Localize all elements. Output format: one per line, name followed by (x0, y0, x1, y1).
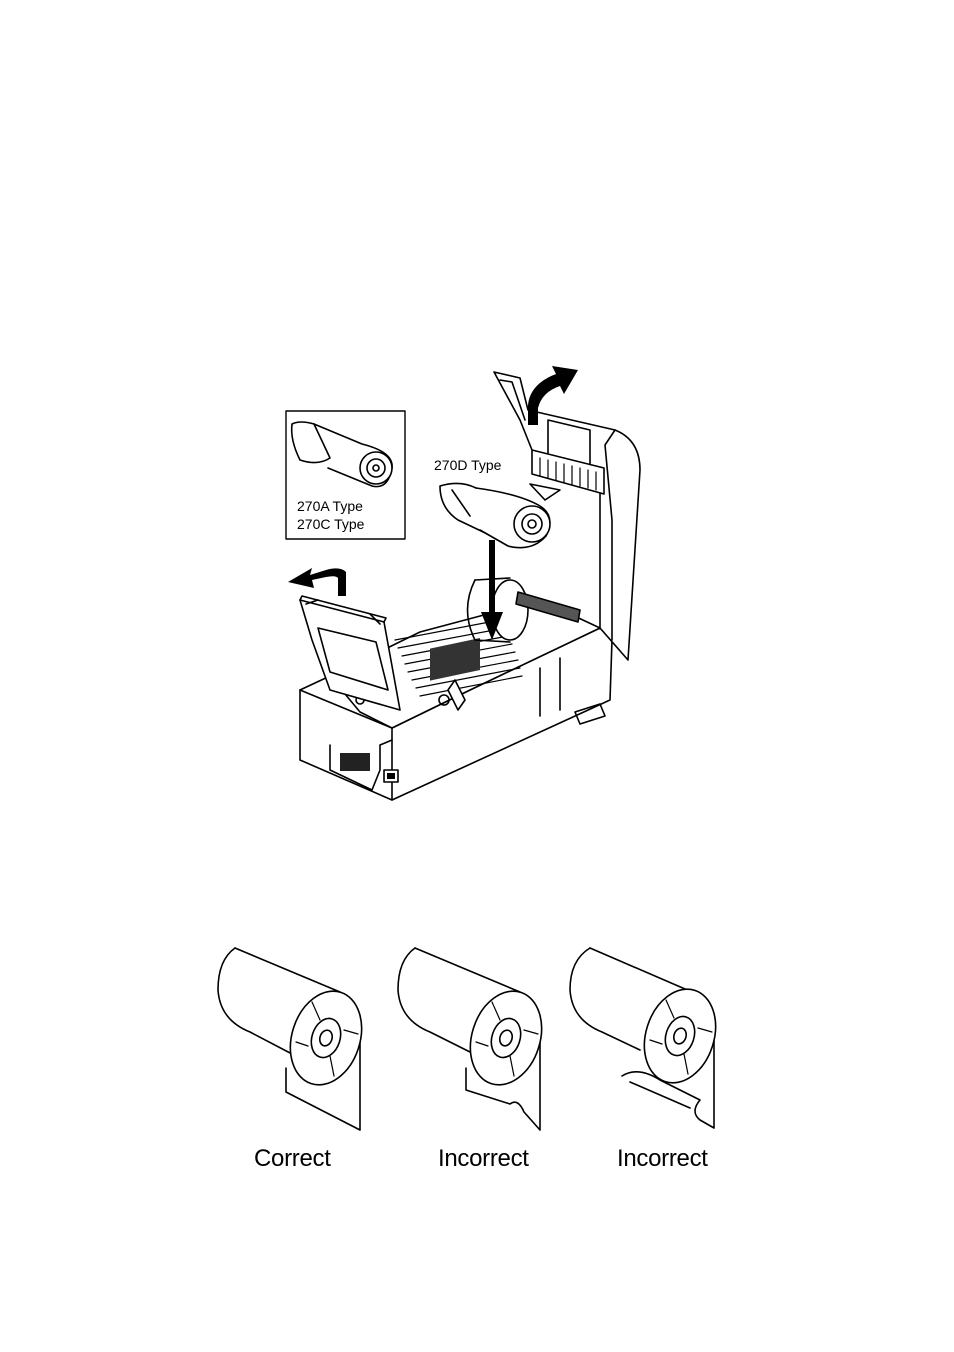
inset-label-270c: 270C Type (297, 517, 364, 531)
roll-incorrect-2 (570, 948, 727, 1128)
caption-correct: Correct (254, 1147, 331, 1171)
roll-incorrect-1 (398, 948, 553, 1130)
open-cover-arrow (288, 568, 346, 596)
roll-label-270d: 270D Type (434, 458, 501, 472)
paper-roll-270d (440, 483, 550, 547)
caption-incorrect-1: Incorrect (438, 1147, 529, 1171)
roll-correct (218, 948, 373, 1130)
inset-label-270a: 270A Type (297, 499, 363, 513)
caption-incorrect-2: Incorrect (617, 1147, 708, 1171)
